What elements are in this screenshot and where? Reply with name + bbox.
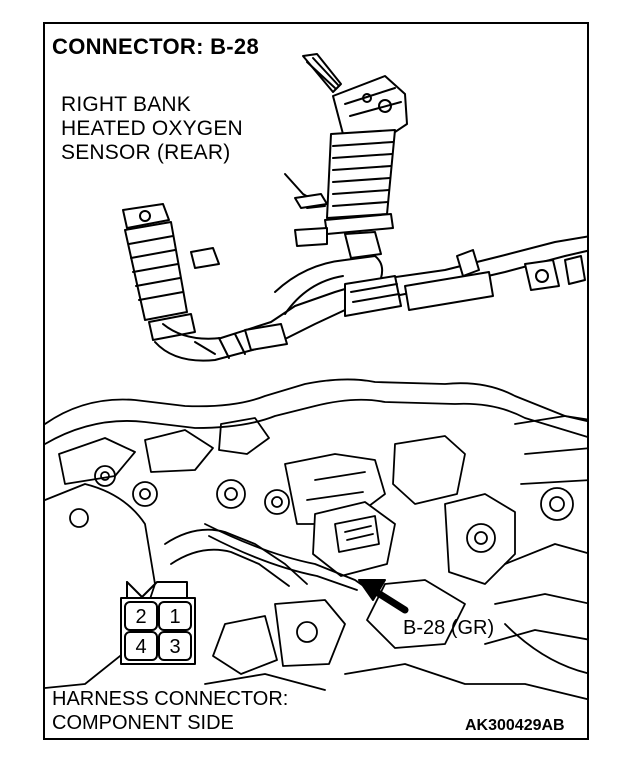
pin-4-label: 4 — [135, 636, 147, 658]
harness-label-line-2: COMPONENT SIDE — [50, 712, 236, 734]
sensor-label-line-1: RIGHT BANK — [61, 93, 191, 116]
pin-2-label: 2 — [135, 606, 147, 628]
connector-callout-label: B-28 (GR) — [403, 617, 495, 639]
connector-arrow — [358, 579, 409, 614]
diagram-frame: CONNECTOR: B-28 RIGHT BANK HEATED OXYGEN… — [43, 22, 589, 740]
sensor-label-line-3: SENSOR (REAR) — [61, 141, 231, 164]
pin-1-label: 1 — [169, 606, 181, 628]
pin-3-label: 3 — [169, 636, 181, 658]
connector-pinout — [120, 581, 196, 665]
connector-title: CONNECTOR: B-28 — [52, 34, 260, 59]
sensor-label-line-2: HEATED OXYGEN — [61, 117, 243, 140]
figure-id: AK300429AB — [463, 717, 567, 734]
engine-bay-illustration — [45, 378, 587, 700]
exhaust-assembly-illustration — [122, 53, 587, 362]
diagram-artwork — [45, 53, 587, 700]
harness-label-line-1: HARNESS CONNECTOR: — [50, 688, 291, 710]
